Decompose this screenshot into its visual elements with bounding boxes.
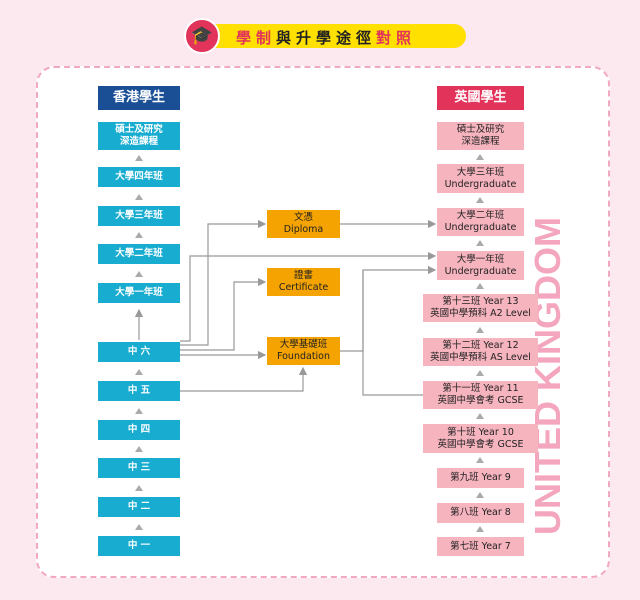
certificate-box: 證書 Certificate <box>267 268 340 296</box>
hk-s2: 中 二 <box>98 497 180 517</box>
uk-year8: 第八班 Year 8 <box>437 503 524 523</box>
uk-postgrad: 碩士及研究 深造課程 <box>437 122 524 150</box>
uk-year9: 第九班 Year 9 <box>437 468 524 488</box>
hk-s5: 中 五 <box>98 381 180 401</box>
uk-uni-year3: 大學三年班 Undergraduate <box>437 164 524 193</box>
uk-year7: 第七班 Year 7 <box>437 537 524 556</box>
hk-s1: 中 一 <box>98 536 180 556</box>
title-part2: 與升學途徑 <box>276 29 377 47</box>
foundation-box: 大學基礎班 Foundation <box>267 337 340 365</box>
uk-year12: 第十二班 Year 12 英國中學預科 AS Level <box>423 338 538 366</box>
uk-uni-year1: 大學一年班 Undergraduate <box>437 251 524 280</box>
hk-s3: 中 三 <box>98 458 180 478</box>
hk-uni-year2: 大學二年班 <box>98 244 180 264</box>
diagram-panel <box>36 66 610 578</box>
page-title: 學制與升學途徑對照 <box>196 24 466 48</box>
hk-postgrad: 碩士及研究 深造課程 <box>98 122 180 150</box>
hk-s4: 中 四 <box>98 420 180 440</box>
hk-s6: 中 六 <box>98 342 180 362</box>
title-part1: 學制 <box>236 29 277 47</box>
uk-uni-year2: 大學二年班 Undergraduate <box>437 208 524 236</box>
hk-students-header: 香港學生 <box>98 86 180 110</box>
uk-year10: 第十班 Year 10 英國中學會考 GCSE <box>423 424 538 453</box>
hk-uni-year3: 大學三年班 <box>98 206 180 226</box>
uk-students-header: 英國學生 <box>437 86 524 110</box>
title-part3: 對照 <box>376 29 417 47</box>
hk-uni-year1: 大學一年班 <box>98 283 180 303</box>
uk-year11: 第十一班 Year 11 英國中學會考 GCSE <box>423 381 538 409</box>
graduation-cap-icon: 🎓 <box>184 18 220 54</box>
uk-year13: 第十三班 Year 13 英國中學預科 A2 Level <box>423 294 538 322</box>
hk-uni-year4: 大學四年班 <box>98 167 180 187</box>
diploma-box: 文憑 Diploma <box>267 210 340 238</box>
